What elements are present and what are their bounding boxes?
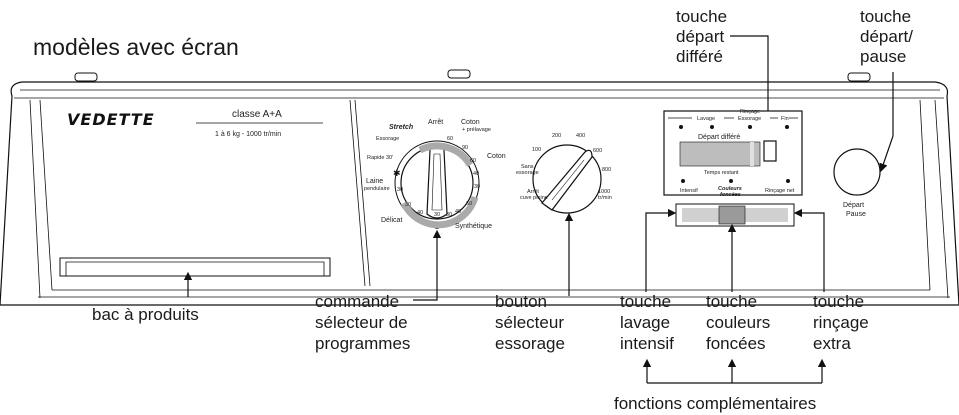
callout-bouton: bouton sélecteur essorage — [495, 212, 574, 353]
svg-text:départ/: départ/ — [860, 27, 913, 46]
dial-label-stretch: Stretch — [389, 124, 413, 131]
svg-text:Temps restant: Temps restant — [704, 170, 739, 176]
laine-symbol-icon: ✱ — [393, 168, 401, 178]
dial-label-arret: Arrêt — [428, 119, 443, 126]
svg-text:400: 400 — [576, 133, 585, 139]
callout-rincage: touche rinçage extra — [793, 208, 869, 353]
svg-text:800: 800 — [602, 167, 611, 173]
page-title: modèles avec écran — [33, 34, 239, 60]
svg-text:commande: commande — [315, 292, 399, 311]
svg-text:90: 90 — [462, 145, 468, 151]
svg-text:différé: différé — [676, 47, 723, 66]
depart-differe-button[interactable] — [763, 140, 777, 162]
svg-text:sélecteur: sélecteur — [495, 313, 564, 332]
start-label-line2: Pause — [846, 211, 866, 218]
dial-label-delicat: Délicat — [381, 217, 402, 224]
display-module: Lavage Rinçage Essorage Fin Départ diffé… — [663, 109, 803, 198]
callout-fonctions: fonctions complémentaires — [614, 358, 827, 413]
svg-text:100: 100 — [532, 147, 541, 153]
svg-text:Départ différé: Départ différé — [698, 134, 740, 141]
svg-text:touche: touche — [813, 292, 864, 311]
depart-pause-button[interactable] — [833, 148, 881, 196]
callout-bac: bac à produits — [92, 271, 199, 324]
dial-temperatures: 60 90 60 40 30 60 40 30 30 40 30 30 — [397, 136, 480, 218]
svg-text:tr/min: tr/min — [598, 195, 612, 201]
svg-text:Essorage: Essorage — [738, 116, 761, 122]
callout-commande: commande sélecteur de programmes — [315, 229, 442, 353]
svg-text:30: 30 — [397, 187, 403, 193]
svg-text:bac à produits: bac à produits — [92, 305, 199, 324]
svg-text:30: 30 — [434, 212, 440, 218]
svg-text:intensif: intensif — [620, 334, 674, 353]
dial-label-prelavage: + prélavage — [462, 127, 491, 133]
svg-text:couleurs: couleurs — [706, 313, 770, 332]
machine-panel — [0, 69, 959, 306]
svg-text:30: 30 — [474, 184, 480, 190]
dial-label-laine: Laine — [366, 178, 383, 185]
svg-text:60: 60 — [447, 136, 453, 142]
svg-text:Fin: Fin — [781, 116, 789, 122]
svg-text:extra: extra — [813, 334, 851, 353]
capacity-text: 1 à 6 kg - 1000 tr/min — [215, 131, 281, 138]
callout-depart-differe: touche départ différé — [676, 7, 773, 139]
svg-text:touche: touche — [860, 7, 911, 26]
svg-text:programmes: programmes — [315, 334, 410, 353]
svg-text:lavage: lavage — [620, 313, 670, 332]
dial-label-rapide: Rapide 30' — [367, 155, 393, 161]
energy-class: classe A+A — [232, 109, 282, 120]
svg-text:touche: touche — [706, 292, 757, 311]
svg-text:200: 200 — [552, 133, 561, 139]
svg-text:60: 60 — [470, 158, 476, 164]
brand-logo: VEDETTE — [67, 110, 155, 129]
svg-text:40: 40 — [473, 171, 479, 177]
svg-text:essorage: essorage — [516, 170, 539, 176]
programme-dial[interactable] — [394, 140, 480, 229]
svg-text:Arrêt: Arrêt — [527, 189, 539, 195]
svg-text:départ: départ — [676, 27, 724, 46]
svg-text:touche: touche — [620, 292, 671, 311]
start-label-line1: Départ — [843, 202, 864, 209]
svg-text:40: 40 — [455, 209, 461, 215]
dial-label-pendulaire: pendulaire — [364, 186, 390, 192]
svg-text:Sans: Sans — [521, 164, 534, 170]
svg-text:30: 30 — [405, 202, 411, 208]
svg-text:Couleurs: Couleurs — [718, 186, 742, 192]
svg-text:fonctions complémentaires: fonctions complémentaires — [614, 394, 816, 413]
svg-text:foncées: foncées — [706, 334, 766, 353]
dial-label-synthetique: Synthétique — [455, 223, 492, 230]
dial-label-essorage: Essorage — [376, 136, 399, 142]
svg-text:40: 40 — [417, 210, 423, 216]
dial-label-coton-pre: Coton — [461, 119, 480, 126]
svg-text:foncées: foncées — [720, 192, 741, 198]
couleurs-foncees-button[interactable] — [718, 205, 746, 225]
callout-couleurs: touche couleurs foncées — [706, 223, 770, 353]
svg-text:pause: pause — [860, 47, 906, 66]
svg-text:Rinçage net: Rinçage net — [765, 188, 795, 194]
callout-depart-pause: touche départ/ pause — [860, 7, 913, 172]
dial-label-coton: Coton — [487, 153, 506, 160]
svg-text:30: 30 — [446, 212, 452, 218]
svg-text:1000: 1000 — [598, 189, 610, 195]
spin-labels: 200 400 100 600 800 1000 tr/min Sans ess… — [516, 133, 612, 201]
spin-dial[interactable] — [532, 144, 602, 214]
svg-text:Intensif: Intensif — [680, 188, 698, 194]
svg-text:60: 60 — [466, 201, 472, 207]
svg-text:sélecteur de: sélecteur de — [315, 313, 408, 332]
svg-text:Lavage: Lavage — [697, 116, 715, 122]
svg-text:essorage: essorage — [495, 334, 565, 353]
svg-text:Rinçage: Rinçage — [740, 109, 760, 115]
svg-text:touche: touche — [676, 7, 727, 26]
svg-text:cuve pleine: cuve pleine — [520, 195, 548, 201]
svg-text:rinçage: rinçage — [813, 313, 869, 332]
callout-lavage: touche lavage intensif — [620, 208, 677, 353]
svg-text:bouton: bouton — [495, 292, 547, 311]
svg-text:600: 600 — [593, 148, 602, 154]
